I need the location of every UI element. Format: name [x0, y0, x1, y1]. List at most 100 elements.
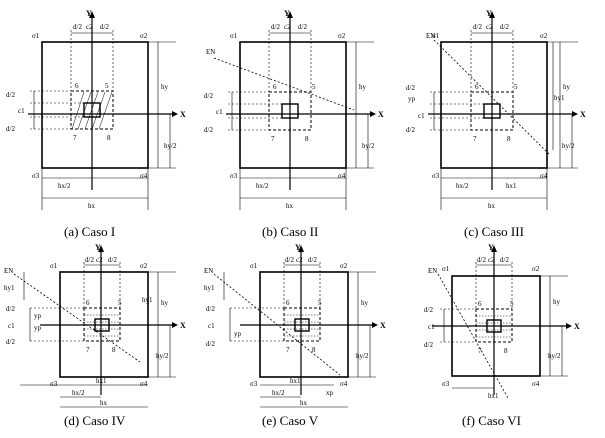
point-label-6: 6 [286, 299, 290, 307]
punching-perimeter [283, 307, 321, 342]
dim-label-d-half: d/2 [406, 126, 415, 134]
corner-label-sigma2: σ2 [532, 265, 540, 273]
foundation-outline [239, 41, 347, 169]
corner-label-sigma1: σ1 [32, 32, 40, 40]
y-axis-arrow [98, 245, 104, 252]
point-label-8: 8 [507, 135, 511, 143]
neutral-axis-label: EN [428, 267, 437, 275]
neutral-axis-label: EN [204, 267, 213, 275]
panel-caption: (c) Caso III [464, 224, 524, 239]
dim-label-c2: c2 [284, 23, 291, 31]
point-label-5: 5 [118, 299, 122, 307]
dim-label-c1: c1 [216, 108, 223, 116]
dim-label-d-half: d/2 [473, 23, 482, 31]
dim-label-d-half: d/2 [424, 341, 433, 349]
dim-label-hy: hy [161, 83, 169, 91]
corner-label-sigma4: σ4 [540, 172, 548, 180]
dim-label-hx-half: hx/2 [456, 182, 469, 190]
dim-label-d-half: d/2 [308, 256, 317, 264]
dim-label-hx1: hx1 [96, 377, 107, 385]
dim-label-c1: c1 [18, 107, 25, 115]
y-axis-arrow [89, 11, 95, 18]
x-axis-label: X [380, 321, 386, 330]
dim-label-d-half: d/2 [477, 256, 486, 264]
x-axis-label: X [180, 321, 186, 330]
dim-label-d-half: d/2 [500, 256, 509, 264]
corner-label-sigma4: σ4 [140, 172, 148, 180]
dim-label-hy1: hy1 [4, 284, 15, 292]
dim-label-hx1: hx1 [488, 392, 499, 400]
corner-label-sigma3: σ3 [250, 380, 258, 388]
corner-label-sigma1: σ1 [50, 262, 58, 270]
point-label-6: 6 [478, 300, 482, 308]
neutral-axis-label: EN [426, 32, 435, 40]
x-axis-label: X [378, 110, 384, 119]
dim-label-d-half: d/2 [6, 91, 15, 99]
corner-label-sigma1: σ1 [230, 32, 238, 40]
dim-label-c1: c1 [208, 322, 215, 330]
corner-label-sigma2: σ2 [140, 262, 148, 270]
neutral-axis-label: EN [4, 267, 13, 275]
x-axis-arrow [370, 111, 376, 117]
point-label-5: 5 [105, 82, 109, 90]
point-label-5: 5 [514, 83, 518, 91]
x-axis-arrow [572, 111, 578, 117]
neutral-axis-line [213, 273, 341, 376]
corner-label-sigma3: σ3 [432, 172, 440, 180]
hatch [98, 91, 113, 130]
panel-b: X Y EN σ1 σ2 σ3 σ4 6 5 7 8 d/2 c2 d/2 d/… [204, 9, 384, 239]
x-axis-arrow [172, 111, 178, 117]
dim-label-hy: hy [361, 299, 369, 307]
dim-label-d-half: d/2 [204, 126, 213, 134]
hatch [91, 91, 106, 130]
column-section [83, 102, 101, 118]
point-label-8: 8 [305, 135, 309, 143]
corner-label-sigma2: σ2 [140, 32, 148, 40]
x-axis-label: X [574, 322, 580, 331]
corner-label-sigma4: σ4 [140, 380, 148, 388]
panel-a: X Y σ1 σ2 σ3 σ4 6 5 7 8 d/2 c2 d/2 [6, 9, 186, 239]
dim-label-hy-half: hy/2 [562, 142, 575, 150]
column-section [294, 318, 310, 332]
dim-label-d-half: d/2 [206, 340, 215, 348]
y-axis-label: Y [95, 243, 101, 252]
x-axis-arrow [566, 323, 572, 329]
dim-label-c2: c2 [96, 256, 103, 264]
dim-label-d-half: d/2 [85, 256, 94, 264]
dim-label-hy1: hy1 [554, 94, 565, 102]
corner-label-sigma1: σ1 [442, 265, 450, 273]
column-section [94, 318, 110, 332]
hatch [71, 91, 85, 130]
neutral-axis-line [13, 273, 141, 363]
dim-label-c1: c1 [428, 323, 435, 331]
point-label-6: 6 [86, 299, 90, 307]
dim-label-hy1: hy1 [142, 296, 153, 304]
point-label-7: 7 [478, 347, 482, 355]
panel-caption: (f) Caso VI [462, 413, 521, 428]
dim-label-d-half: d/2 [298, 23, 307, 31]
dim-label-c1: c1 [8, 322, 15, 330]
dim-label-d-half: d/2 [100, 23, 109, 31]
y-axis-label: Y [86, 9, 92, 18]
dim-label-hy-half: hy/2 [156, 352, 169, 360]
dim-label-d-half: d/2 [500, 23, 509, 31]
dim-label-d-half: d/2 [206, 305, 215, 313]
dim-label-c2: c2 [488, 256, 495, 264]
panel-caption: (b) Caso II [262, 224, 318, 239]
hatch [77, 91, 92, 130]
punching-perimeter [470, 91, 514, 131]
neutral-axis-line [213, 57, 355, 111]
point-label-5: 5 [510, 300, 514, 308]
dim-label-hx-half: hx/2 [272, 389, 285, 397]
corner-label-sigma3: σ3 [50, 380, 58, 388]
dim-label-hx1: hx1 [506, 182, 517, 190]
corner-label-sigma4: σ4 [340, 380, 348, 388]
corner-label-sigma2: σ2 [338, 32, 346, 40]
dim-label-hx-half: hx/2 [256, 182, 269, 190]
column-section [483, 103, 501, 119]
x-axis-label: X [180, 110, 186, 119]
dim-label-yp: yp [408, 95, 416, 103]
corner-label-sigma2: σ2 [340, 262, 348, 270]
y-axis-arrow [287, 11, 293, 18]
